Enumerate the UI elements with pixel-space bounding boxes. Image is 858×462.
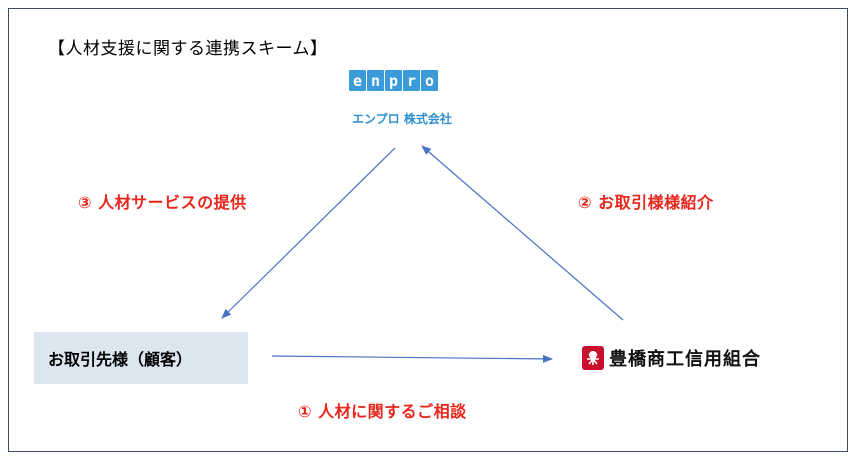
diagram-title: 【人材支援に関する連携スキーム】 [48, 39, 328, 59]
enpro-logo-letter: o [421, 70, 438, 91]
enpro-logo-letter: n [367, 70, 384, 91]
customer-box: お取引先様（顧客） [34, 332, 248, 384]
step-2-label: ② お取引様様紹介 [578, 193, 714, 212]
enpro-company-name: エンプロ 株式会社 [352, 112, 452, 126]
enpro-logo-letter: e [349, 70, 366, 91]
arrow-customer-to-bank [271, 354, 553, 363]
enpro-logo-letter: r [403, 70, 420, 91]
arrow-enpro-to-customer [221, 147, 396, 319]
diagram-frame [8, 8, 848, 452]
bank-emblem-icon [582, 346, 604, 370]
enpro-logo-letter: p [385, 70, 402, 91]
step-3-label: ③ 人材サービスの提供 [78, 193, 247, 212]
step-1-label: ① 人材に関するご相談 [298, 402, 467, 421]
bank-name: 豊橋商工信用組合 [609, 349, 761, 370]
customer-label: お取引先様（顧客） [48, 350, 193, 369]
bank-logo: 豊橋商工信用組合 [581, 345, 761, 371]
arrow-bank-to-enpro [421, 145, 624, 321]
enpro-logo: e n p r o [349, 70, 438, 91]
